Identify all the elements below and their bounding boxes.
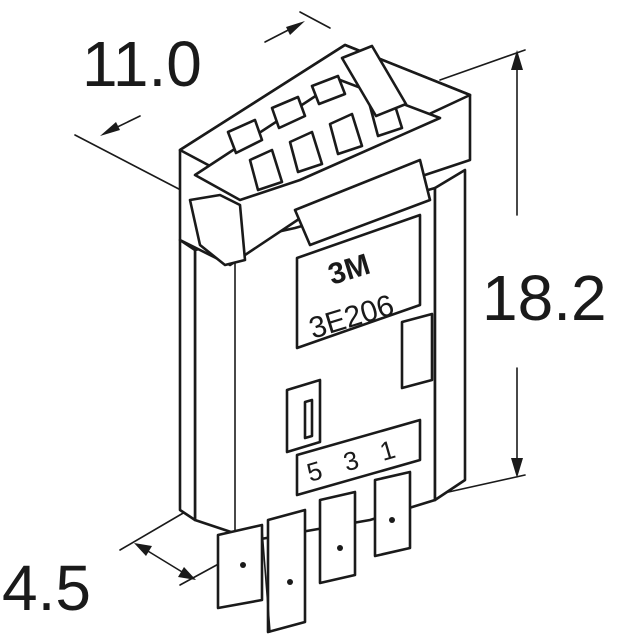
side-windows xyxy=(285,312,434,454)
top-contact-slots xyxy=(226,44,408,192)
pitch-dimension-label: 4.5 xyxy=(2,552,91,624)
width-dimension-label: 11.0 xyxy=(82,28,202,100)
dimension-width: 11.0 xyxy=(74,11,331,201)
connector-pins xyxy=(216,470,412,634)
dimension-pitch: 4.5 xyxy=(2,511,236,624)
connector-top-housing xyxy=(178,43,472,267)
height-dimension-label: 18.2 xyxy=(482,262,607,334)
pin-number-plate: 5 3 1 xyxy=(295,418,422,497)
dimension-height: 18.2 xyxy=(434,49,607,496)
